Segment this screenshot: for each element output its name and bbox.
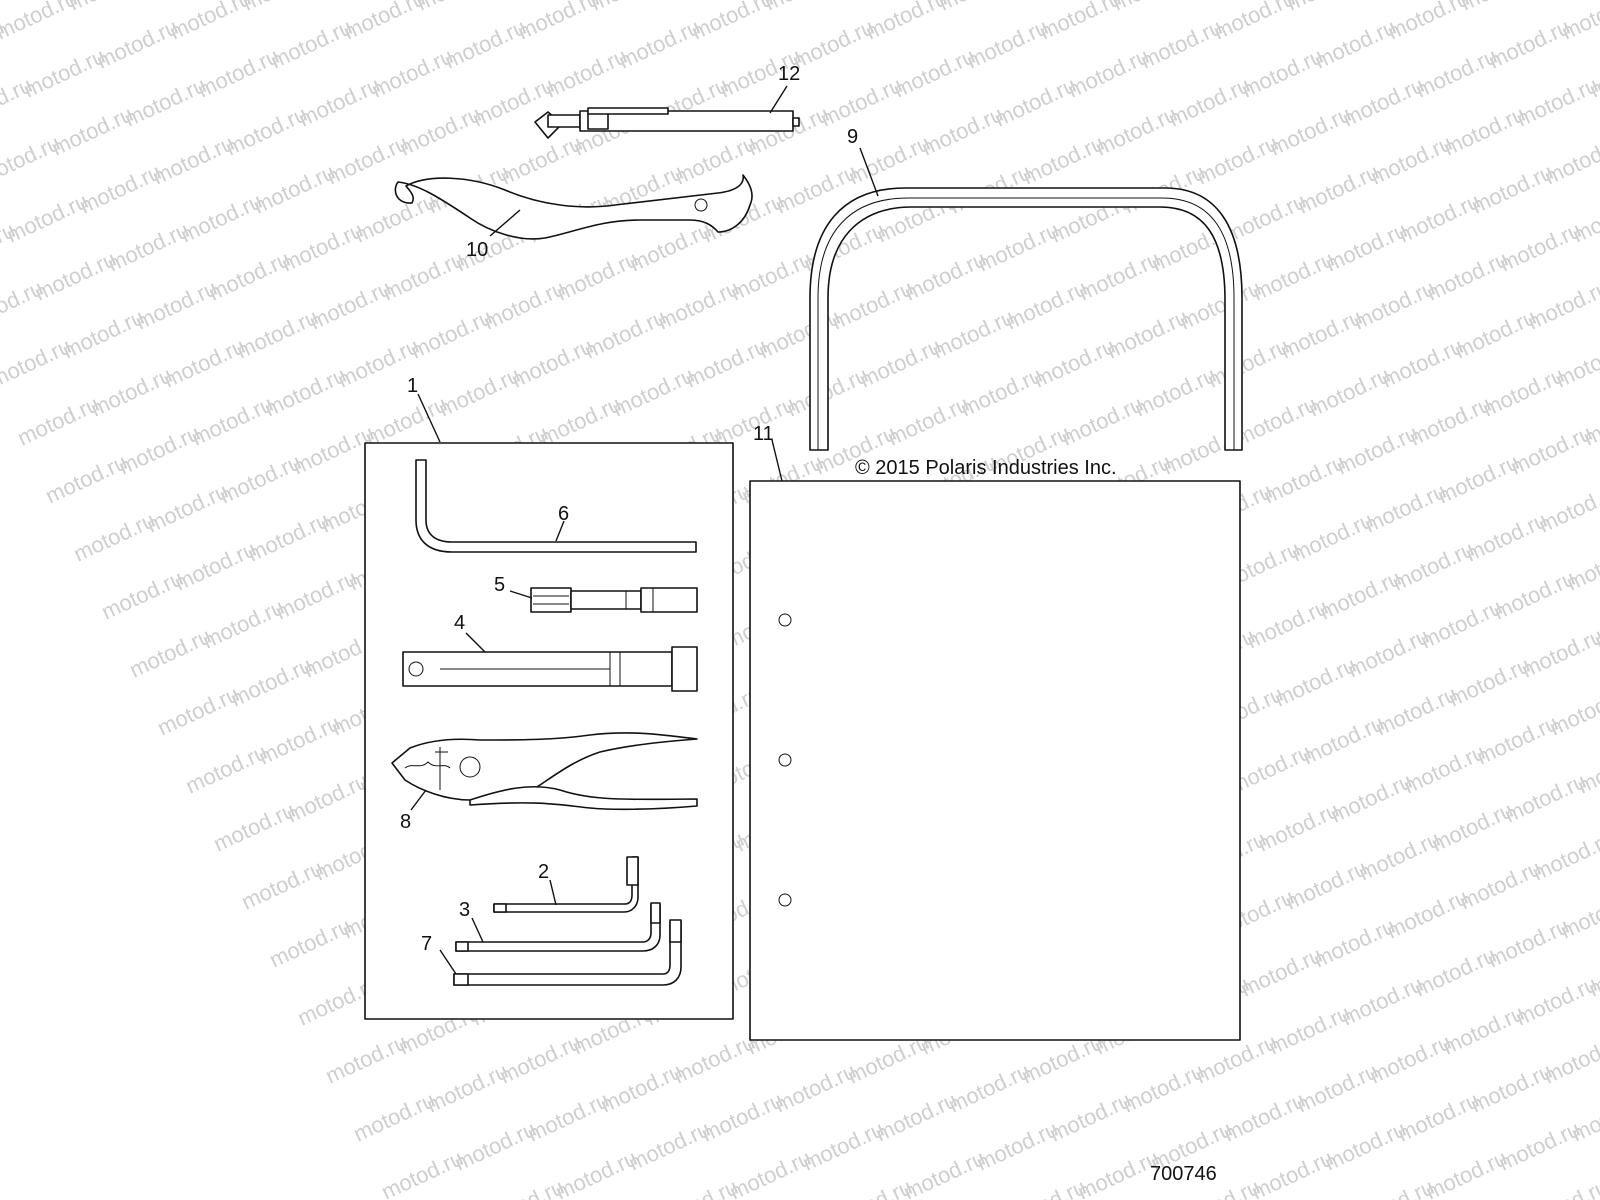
callout-10: 10 bbox=[466, 239, 488, 261]
callout-1: 1 bbox=[407, 375, 418, 397]
callout-12: 12 bbox=[778, 63, 800, 85]
watermark-text: motod.ru bbox=[413, 0, 502, 16]
watermark-text: motod.ru bbox=[1535, 478, 1600, 537]
callout-11: 11 bbox=[753, 423, 774, 445]
watermark-text: motod.ru bbox=[1523, 1174, 1600, 1200]
watermark-text: motod.ru bbox=[1540, 1029, 1600, 1088]
callout-9: 9 bbox=[847, 126, 858, 148]
torx-key-large-icon bbox=[453, 919, 682, 986]
callout-3: 3 bbox=[459, 899, 470, 921]
watermark-text: motod.ru bbox=[166, 0, 255, 45]
callout-6: 6 bbox=[558, 503, 569, 525]
callouts: 1 2 3 4 5 6 7 8 9 10 11 12 bbox=[400, 63, 858, 955]
callout-2: 2 bbox=[538, 861, 549, 883]
callout-5: 5 bbox=[494, 574, 505, 596]
pliers-icon bbox=[391, 732, 698, 811]
callout-8: 8 bbox=[400, 811, 411, 833]
torx-key-medium-icon bbox=[455, 902, 661, 952]
watermark-text: motod.ru bbox=[0, 0, 81, 45]
watermark-text: motod.ru bbox=[1457, 0, 1546, 16]
socket-extension-icon bbox=[530, 587, 698, 613]
watermark-text: motod.ru bbox=[1558, 0, 1600, 45]
strap-handle-icon bbox=[809, 187, 1243, 451]
watermark-text: motod.ru bbox=[1541, 130, 1600, 189]
watermark-text: motod.ru bbox=[1109, 0, 1198, 16]
watermark-text: motod.ru bbox=[935, 0, 1024, 16]
watermark-text: motod.ru bbox=[1524, 275, 1600, 334]
copyright-notice: © 2015 Polaris Industries Inc. bbox=[855, 457, 1117, 479]
watermark-text: motod.ru bbox=[1384, 0, 1473, 45]
watermark-text: motod.ru bbox=[587, 0, 676, 16]
watermark-text: motod.ru bbox=[761, 0, 850, 16]
owners-manual-icon bbox=[749, 480, 1241, 1041]
watermark-text: motod.ru bbox=[1036, 0, 1125, 45]
watermark-text: motod.ru bbox=[340, 0, 429, 45]
hex-key-icon bbox=[415, 459, 697, 553]
torx-key-small-icon bbox=[493, 856, 639, 913]
watermark-text: motod.ru bbox=[1529, 826, 1600, 885]
watermark-text: motod.ru bbox=[1210, 0, 1299, 45]
watermark-text: motod.ru bbox=[1557, 884, 1600, 943]
watermark-text: motod.ru bbox=[65, 0, 154, 16]
watermark-text: motod.ru bbox=[239, 0, 328, 16]
spanner-wrench-icon bbox=[394, 174, 753, 240]
callout-7: 7 bbox=[421, 933, 432, 955]
screwdriver-icon bbox=[534, 107, 800, 139]
watermark-text: motod.ru bbox=[1518, 623, 1600, 682]
watermark-text: motod.ru bbox=[514, 0, 603, 45]
diagram-code: 700746 bbox=[1150, 1163, 1217, 1185]
watermark-text: motod.ru bbox=[688, 0, 777, 45]
watermark-text: motod.ru bbox=[1283, 0, 1372, 16]
callout-4: 4 bbox=[454, 612, 465, 634]
watermark-text: motod.ru bbox=[1552, 333, 1600, 392]
spark-plug-wrench-icon bbox=[402, 646, 698, 692]
watermark-text: motod.ru bbox=[1546, 681, 1600, 740]
leader-lines bbox=[410, 85, 879, 975]
watermark-text: motod.ru bbox=[862, 0, 951, 45]
